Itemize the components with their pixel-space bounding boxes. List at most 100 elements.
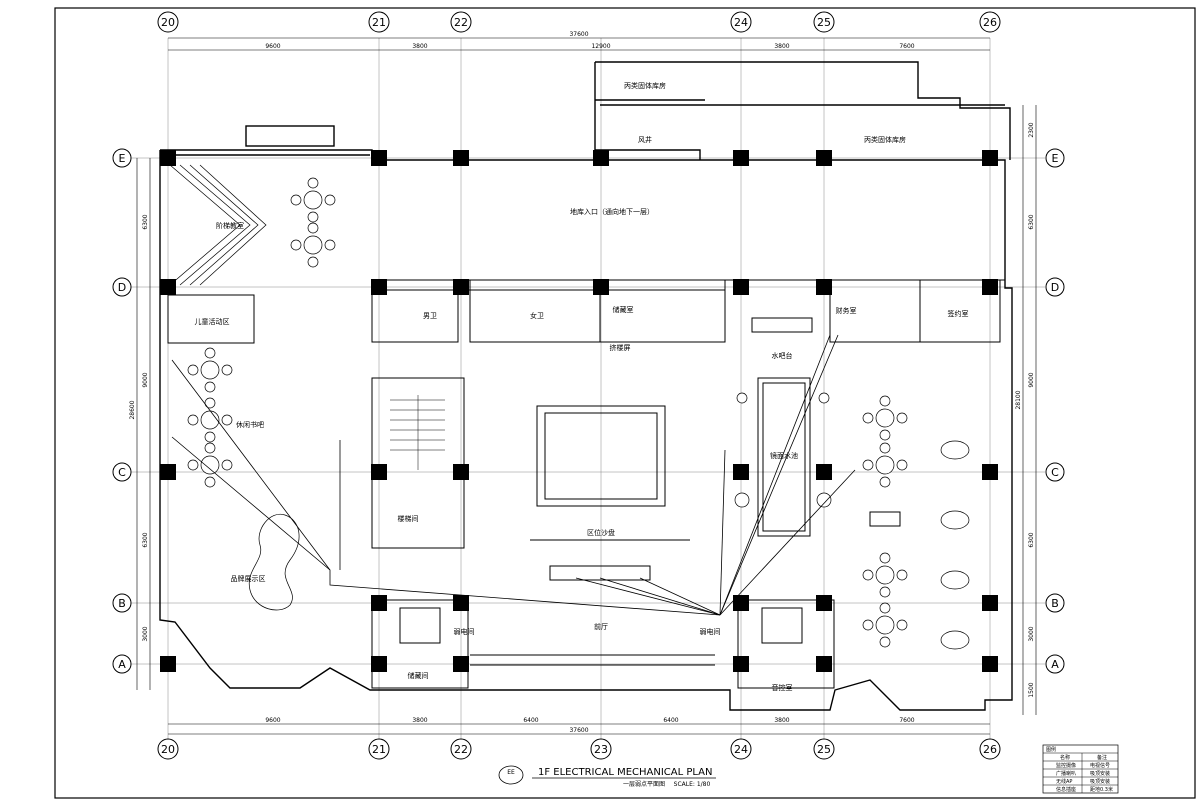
dim-top: 9600	[265, 43, 280, 50]
dim-right: 9000	[1028, 372, 1035, 387]
grid-label-right: A	[1051, 658, 1059, 671]
dim-bottom: 7600	[899, 717, 914, 724]
dim-top: 3800	[774, 43, 789, 50]
grid-label-right: D	[1051, 281, 1059, 294]
grid-label-top: 22	[454, 16, 468, 29]
interior-partitions	[167, 279, 1005, 689]
room-label: 财务室	[836, 306, 857, 315]
legend-row: 监控摄像	[1056, 762, 1076, 769]
dim-left: 3000	[142, 626, 149, 641]
grid-label-bottom: 25	[817, 743, 831, 756]
grid-label-top: 20	[161, 16, 175, 29]
room-label: 儿童活动区	[195, 317, 230, 326]
grid-label-bottom: 26	[983, 743, 997, 756]
room-label: 挤楼屏	[610, 343, 631, 352]
dim-right: 1500	[1028, 682, 1035, 697]
room-label: 签约室	[948, 309, 969, 318]
grid-bubbles-top: 20 21 22 24 25 26	[157, 11, 1001, 33]
dim-top: 7600	[899, 43, 914, 50]
sheet-border	[54, 7, 1196, 799]
room-label: 风井	[638, 135, 652, 144]
grid-label-bottom: 22	[454, 743, 468, 756]
dim-bottom: 3800	[774, 717, 789, 724]
dim-right-total: 28100	[1015, 390, 1022, 409]
grid-label-right: C	[1051, 466, 1059, 479]
legend-row: 广播喇叭	[1056, 770, 1076, 777]
room-label: 丙类固体库房	[624, 81, 666, 90]
dim-left: 6300	[142, 214, 149, 229]
grid-label-left: C	[118, 466, 126, 479]
title-main: 1F ELECTRICAL MECHANICAL PLAN	[538, 767, 713, 778]
dim-bottom: 3800	[412, 717, 427, 724]
legend-col: 备注	[1097, 754, 1107, 761]
grid-label-left: D	[118, 281, 126, 294]
dim-right: 3000	[1028, 626, 1035, 641]
room-label: 弱电间	[454, 627, 475, 636]
legend-col: 名称	[1060, 754, 1070, 761]
dim-right: 6300	[1028, 214, 1035, 229]
grid-label-top: 24	[734, 16, 748, 29]
legend-row: 信息插座	[1056, 786, 1076, 793]
dim-top-total: 37600	[569, 31, 588, 38]
wiring-runs	[171, 334, 856, 616]
legend-row: 电视信号	[1090, 762, 1110, 769]
grid-label-right: E	[1052, 152, 1059, 165]
dim-top: 3800	[412, 43, 427, 50]
room-label: 弱电间	[700, 627, 721, 636]
grid-label-top: 21	[372, 16, 386, 29]
dim-right: 6300	[1028, 532, 1035, 547]
stair-treads	[390, 395, 445, 470]
brand-display-sculpture	[248, 513, 300, 611]
dim-left: 9000	[142, 372, 149, 387]
title-scale: SCALE: 1/80	[674, 781, 711, 788]
grid-label-bottom: 23	[594, 743, 608, 756]
room-label: 水吧台	[772, 351, 793, 360]
room-label: 品牌展示区	[231, 574, 266, 583]
legend-heading: 图例	[1046, 746, 1056, 753]
grid-bubbles-right: E D C B A	[1045, 148, 1065, 674]
legend-row: 吸顶安装	[1090, 770, 1110, 777]
dim-left: 6300	[142, 532, 149, 547]
room-label: 休闲书吧	[236, 420, 264, 429]
grid-label-right: B	[1051, 597, 1059, 610]
room-label: 区位沙盘	[587, 528, 615, 537]
grid-label-left: A	[118, 658, 126, 671]
dimensions-top: 37600 9600 3800 12900 3800 7600	[168, 31, 990, 51]
building-walls	[159, 61, 1013, 711]
dimensions-right: 2300 6300 9000 6300 3000 1500 28100	[1015, 105, 1037, 715]
grid-label-bottom: 24	[734, 743, 748, 756]
grid-label-top: 25	[817, 16, 831, 29]
dim-bottom: 9600	[265, 717, 280, 724]
room-label: 镜面水池	[770, 451, 798, 460]
grid-bubbles-bottom: 20 21 22 23 24 25 26	[157, 738, 1001, 760]
legend-table: 图例 名称 备注 监控摄像 电视信号 广播喇叭 吸顶安装 无线AP 吸顶安装 信…	[1042, 744, 1119, 794]
room-label: 音控室	[772, 683, 793, 692]
dimensions-left: 6300 6300 9000 3000 28600	[129, 158, 151, 690]
room-label: 阶梯教室	[216, 221, 244, 230]
room-label: 储藏间	[408, 671, 429, 680]
title-sub: 一层弱点平面图	[623, 780, 665, 788]
room-label: 地库入口（通向地下一层）	[570, 207, 654, 216]
grid-label-bottom: 20	[161, 743, 175, 756]
dim-bottom: 6400	[523, 717, 538, 724]
room-label: 储藏室	[613, 305, 634, 314]
dim-top: 12900	[591, 43, 610, 50]
room-label: 女卫	[530, 311, 544, 320]
structural-columns	[160, 150, 998, 672]
room-label: 楼梯间	[398, 514, 419, 523]
grid-bubbles-left: E D C B A	[112, 148, 132, 674]
table-sets	[187, 177, 970, 650]
legend-row: 无线AP	[1056, 778, 1072, 785]
title-tag: EE	[507, 769, 515, 776]
steps-classroom-ramp	[169, 164, 267, 286]
dimensions-bottom: 9600 3800 6400 6400 3800 7600 37600	[168, 717, 990, 735]
dim-right: 2300	[1028, 122, 1035, 137]
grid-label-left: B	[118, 597, 126, 610]
dim-bottom: 6400	[663, 717, 678, 724]
drawing-title: EE 1F ELECTRICAL MECHANICAL PLAN 一层弱点平面图…	[498, 765, 716, 788]
legend-row: 距地0.3米	[1090, 786, 1113, 793]
legend-row: 吸顶安装	[1090, 778, 1110, 785]
row-grid-lines	[130, 157, 1045, 665]
grid-label-top: 26	[983, 16, 997, 29]
